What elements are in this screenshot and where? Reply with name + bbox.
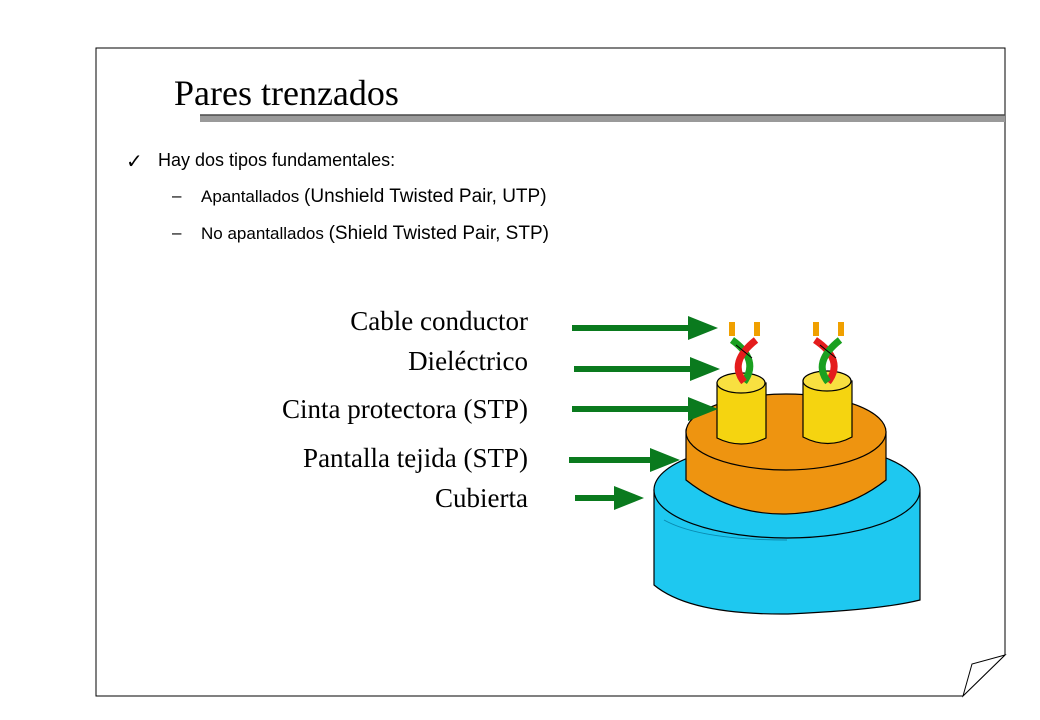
- cable-shield: [685, 393, 887, 515]
- subitem-detail: (Shield Twisted Pair, STP): [328, 223, 549, 244]
- label-cubierta: Cubierta: [435, 483, 528, 513]
- label-cable-conductor: Cable conductor: [350, 306, 528, 336]
- checkmark-icon: ✓: [126, 151, 143, 173]
- dash-bullet: –: [172, 186, 182, 205]
- dielectric-right: [802, 370, 853, 445]
- twisted-pair-left: [729, 322, 760, 385]
- arrow-cable-conductor: [572, 316, 718, 340]
- label-pantalla-tejida: Pantalla tejida (STP): [303, 443, 528, 473]
- subitem-detail: (Unshield Twisted Pair, UTP): [304, 186, 547, 207]
- subitem-prefix: Apantallados: [201, 187, 305, 206]
- label-cinta-protectora: Cinta protectora (STP): [282, 394, 528, 424]
- dash-bullet: –: [172, 223, 182, 242]
- twisted-pair-right: [812, 322, 844, 385]
- slide-title: Pares trenzados: [174, 73, 399, 113]
- bullet-text: Hay dos tipos fundamentales:: [158, 150, 396, 170]
- arrow-cubierta: [575, 486, 644, 510]
- arrow-cinta-protectora: [572, 397, 718, 421]
- arrow-dielectrico: [574, 357, 720, 381]
- arrow-pantalla-tejida: [569, 448, 680, 472]
- page-fold-corner: [962, 654, 1007, 698]
- label-dielectrico: Dieléctrico: [408, 346, 528, 376]
- title-underline-bar: [200, 115, 1005, 122]
- subitem-prefix: No apantallados: [201, 224, 329, 243]
